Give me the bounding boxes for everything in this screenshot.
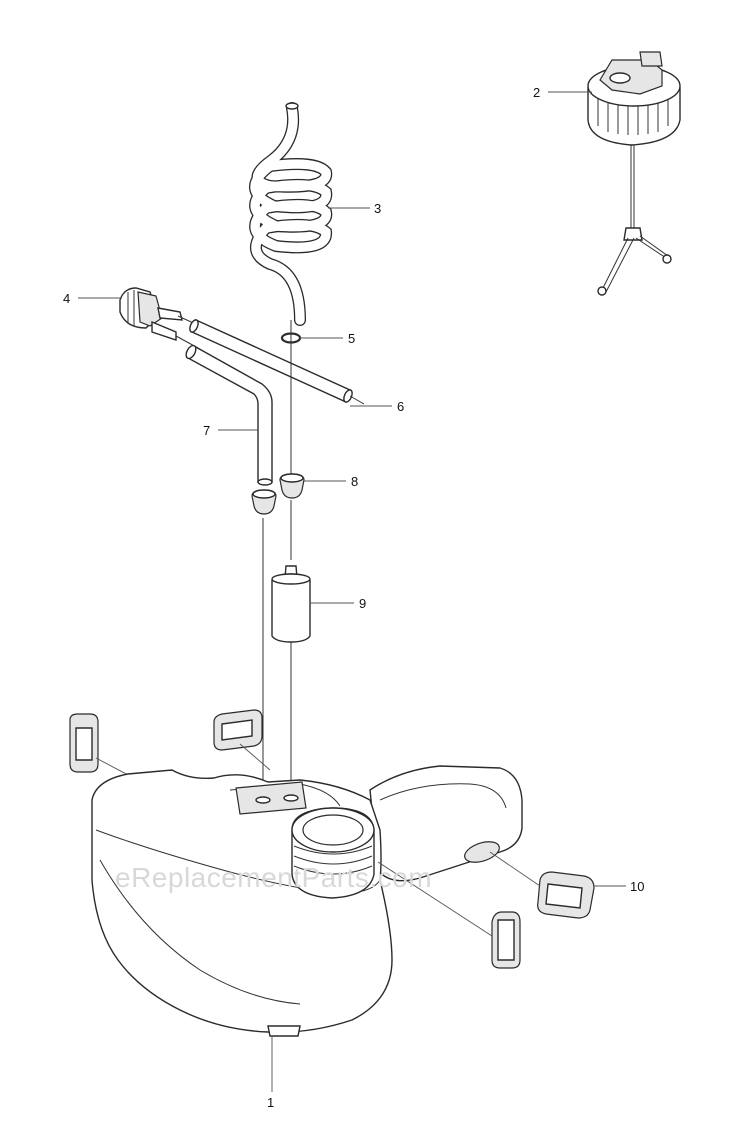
callout-5: 5 (348, 331, 356, 346)
callout-6: 6 (397, 399, 405, 414)
primer-valve (119, 287, 201, 349)
fuel-filter (271, 565, 311, 643)
fuel-cap (587, 51, 681, 296)
callout-8: 8 (351, 474, 359, 489)
bent-hose (185, 344, 273, 486)
callout-7: 7 (203, 423, 211, 438)
label-leaders (78, 91, 626, 1092)
grommet-pair (251, 473, 305, 515)
callout-4: 4 (63, 291, 71, 306)
fuel-tank (91, 765, 523, 1037)
rubber-pads (377, 851, 595, 969)
straight-hose (189, 319, 365, 405)
callout-10: 10 (630, 879, 645, 894)
callout-2: 2 (533, 85, 541, 100)
tank-grommets (69, 709, 271, 777)
coiled-fuel-hose (249, 102, 333, 326)
assembly-lines (262, 320, 292, 800)
watermark: eReplacementParts.com (115, 862, 433, 893)
callout-3: 3 (374, 201, 382, 216)
callout-1: 1 (267, 1095, 275, 1110)
callout-9: 9 (359, 596, 367, 611)
